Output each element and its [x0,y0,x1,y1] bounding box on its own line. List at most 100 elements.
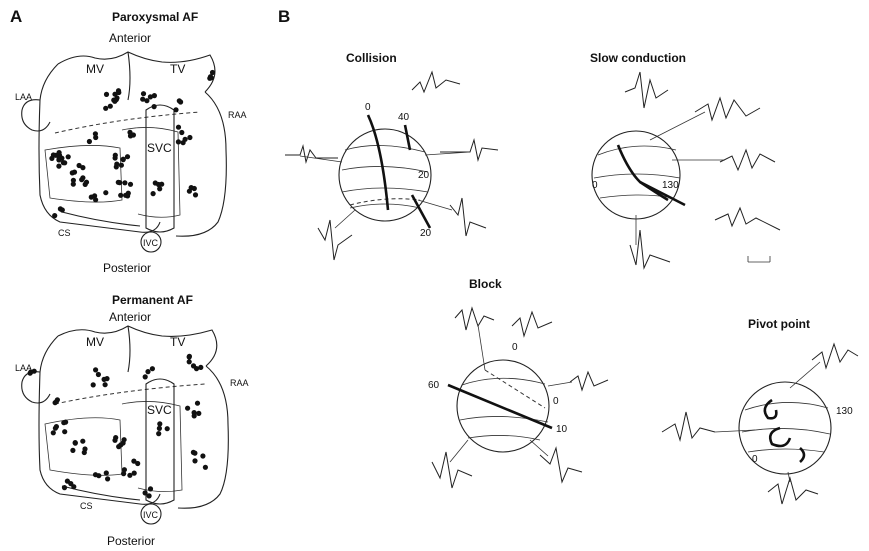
ablation-site-dot [103,190,108,195]
block-lead-line [530,440,548,456]
ablation-site-dot [200,453,205,458]
collision-map: Collision 0 40 20 20 [285,51,498,260]
ablation-site-dot [181,140,186,145]
paroxysmal-cs-label: CS [58,228,71,238]
permanent-svc-label: SVC [147,403,172,417]
ablation-site-dot [93,131,98,136]
collision-isochrone [342,166,428,172]
block-map: Block 60 0 0 10 [428,277,608,488]
ablation-site-dot [141,91,146,96]
block-electrogram [570,372,608,390]
slow-conduction-electrogram [625,72,668,108]
ablation-site-dot [93,472,98,477]
ablation-site-dot [191,363,196,368]
pivot-point-title: Pivot point [748,317,810,331]
permanent-af-diagram: Permanent AF Anterior MV TV LAA RAA SVC … [15,293,249,548]
ablation-site-dot [61,420,66,425]
paroxysmal-valve-divider [128,52,130,100]
paroxysmal-raa-label: RAA [228,110,247,120]
ablation-site-dot [165,426,170,431]
collision-electrogram [440,140,498,160]
collision-time-20b: 20 [420,228,432,239]
slow-conduction-title: Slow conduction [590,51,686,65]
paroxysmal-ivc-label: IVC [143,238,159,248]
collision-lead-line [418,200,452,210]
ablation-site-dot [119,163,124,168]
ablation-site-dot [203,465,208,470]
block-title: Block [469,277,502,291]
ablation-site-dot [114,162,119,167]
permanent-ablation-sites [28,354,208,499]
ablation-site-dot [192,186,197,191]
ablation-site-dot [128,133,133,138]
permanent-anterior-label: Anterior [109,310,151,324]
slow-conduction-scale-bar [748,256,770,262]
collision-isochrone [345,145,425,152]
block-isochrone [468,435,540,440]
ablation-site-dot [121,471,126,476]
permanent-tv-label: TV [170,335,185,349]
collision-electrogram [450,198,486,236]
ablation-site-dot [125,154,130,159]
ablation-site-dot [195,401,200,406]
block-circle [457,360,549,452]
ablation-site-dot [157,426,162,431]
ablation-site-dot [210,70,215,75]
ablation-site-dot [198,365,203,370]
ablation-site-dot [123,193,128,198]
panel-a-label: A [10,7,22,26]
permanent-ivc-label: IVC [143,510,159,520]
collision-lead-line [335,210,355,228]
ablation-site-dot [193,192,198,197]
ablation-site-dot [96,372,101,377]
ablation-site-dot [148,486,153,491]
pivot-point-isochrone [748,449,824,452]
ablation-site-dot [103,106,108,111]
pivot-point-isochrone [742,428,830,434]
collision-electrogram [412,72,460,92]
ablation-site-dot [62,429,67,434]
pivot-point-time-0: 0 [752,454,758,465]
ablation-site-dot [79,177,84,182]
block-time-0a: 0 [512,342,518,353]
ablation-site-dot [150,366,155,371]
ablation-site-dot [147,493,152,498]
slow-conduction-isochrone [598,146,676,155]
ablation-site-dot [77,163,82,168]
collision-time-0: 0 [365,102,371,113]
block-electrogram [512,312,552,336]
ablation-site-dot [28,370,33,375]
paroxysmal-posterior-label: Posterior [103,261,151,275]
slow-conduction-electrogram [695,98,760,120]
ablation-site-dot [157,186,162,191]
ablation-site-dot [70,170,75,175]
ablation-site-dot [185,406,190,411]
ablation-site-dot [51,430,56,435]
block-time-60: 60 [428,380,440,391]
ablation-site-dot [108,104,113,109]
ablation-site-dot [176,139,181,144]
ablation-site-dot [68,481,73,486]
collision-electrogram [318,220,352,260]
ablation-site-dot [187,359,192,364]
paroxysmal-tv-label: TV [170,62,185,76]
permanent-cs-label: CS [80,501,93,511]
slow-conduction-lead-line [650,112,705,140]
ablation-site-dot [52,213,57,218]
ablation-site-dot [114,97,119,102]
pivot-point-map: Pivot point 130 0 [662,317,858,504]
slow-conduction-electrogram [720,150,775,170]
collision-time-40: 40 [398,112,410,123]
ablation-site-dot [53,153,58,158]
pivot-point-rotation-arrow [800,448,804,462]
ablation-site-dot [113,153,118,158]
paroxysmal-valve-outline [58,52,215,92]
ablation-site-dot [128,182,133,187]
ablation-site-dot [121,157,126,162]
permanent-valve-divider [128,326,130,372]
block-electrogram [540,448,582,482]
ablation-site-dot [187,189,192,194]
permanent-raa-label: RAA [230,378,249,388]
ablation-site-dot [82,446,87,451]
ablation-site-dot [60,207,65,212]
